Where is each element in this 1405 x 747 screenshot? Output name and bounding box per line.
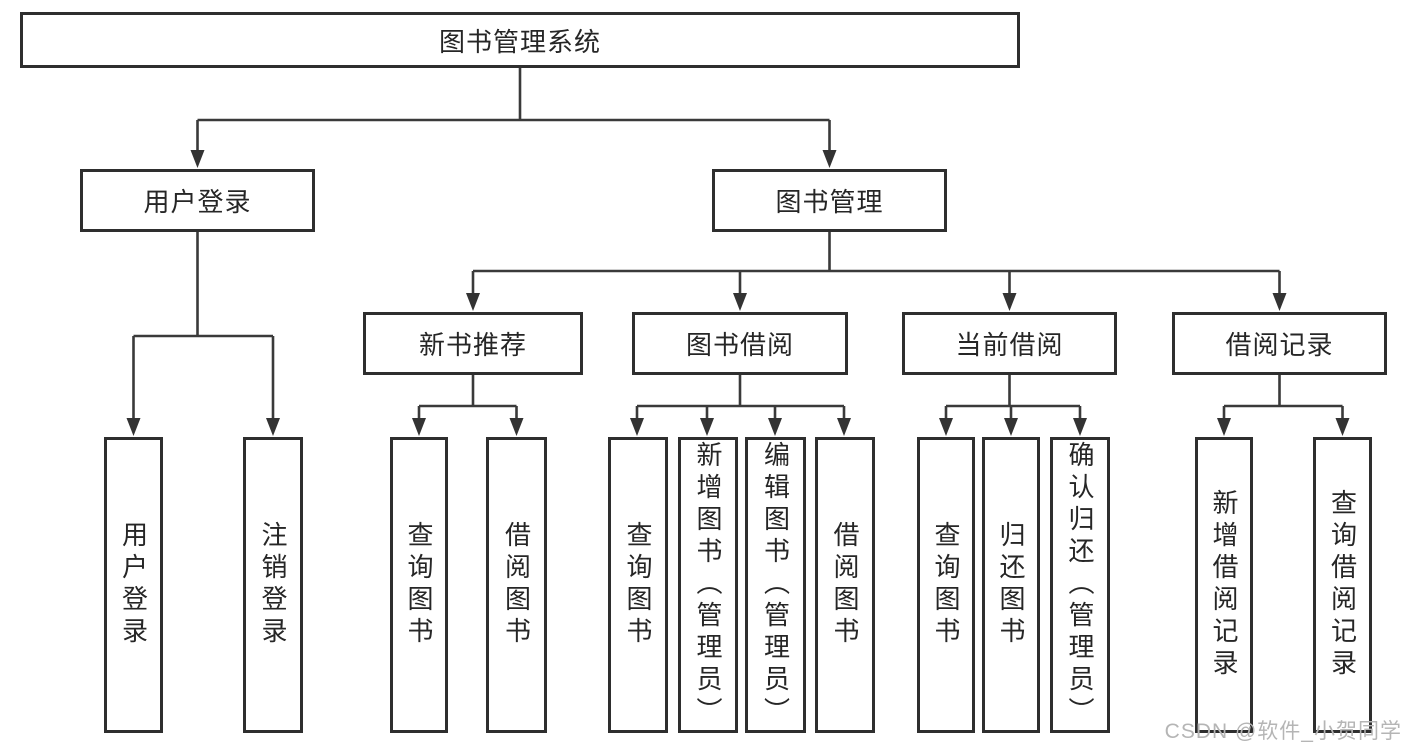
- node-borrow-records-label: 借阅记录: [1225, 330, 1334, 360]
- node-new-book-recommend-label: 新书推荐: [418, 330, 527, 360]
- node-book-management-label: 图书管理: [775, 187, 884, 217]
- leaf-add-books-admin-label: 新增图书（管理员）: [693, 441, 723, 729]
- leaf-borrow-books-1-label: 借阅图书: [501, 521, 532, 649]
- node-current-borrowing: 当前借阅: [902, 312, 1117, 375]
- leaf-user-login-label: 用户登录: [118, 521, 149, 649]
- leaf-query-books-3-label: 查询图书: [931, 521, 961, 649]
- leaf-return-books: 归还图书: [982, 437, 1040, 733]
- leaf-query-books-1: 查询图书: [390, 437, 448, 733]
- leaf-query-books-2: 查询图书: [608, 437, 668, 733]
- node-book-borrowing-label: 图书借阅: [685, 330, 794, 360]
- leaf-logout-label: 注销登录: [258, 521, 288, 649]
- leaf-confirm-return-admin: 确认归还（管理员）: [1050, 437, 1110, 733]
- node-root-label: 图书管理系统: [438, 26, 601, 57]
- leaf-query-books-3: 查询图书: [917, 437, 975, 733]
- leaf-user-login: 用户登录: [104, 437, 163, 733]
- node-borrow-records: 借阅记录: [1172, 312, 1387, 375]
- leaf-query-borrow-record: 查询借阅记录: [1313, 437, 1372, 733]
- node-root: 图书管理系统: [20, 12, 1020, 68]
- leaf-query-books-1-label: 查询图书: [404, 521, 434, 649]
- leaf-confirm-return-admin-label: 确认归还（管理员）: [1065, 441, 1095, 729]
- leaf-borrow-books-2-label: 借阅图书: [830, 521, 860, 649]
- node-new-book-recommend: 新书推荐: [363, 312, 583, 375]
- leaf-edit-books-admin: 编辑图书（管理员）: [745, 437, 806, 733]
- leaf-add-books-admin: 新增图书（管理员）: [678, 437, 738, 733]
- node-user-login-label: 用户登录: [143, 187, 252, 217]
- leaf-edit-books-admin-label: 编辑图书（管理员）: [760, 441, 791, 729]
- leaf-return-books-label: 归还图书: [996, 521, 1026, 649]
- node-user-login: 用户登录: [80, 169, 315, 232]
- leaf-logout: 注销登录: [243, 437, 303, 733]
- leaf-borrow-books-1: 借阅图书: [486, 437, 547, 733]
- node-current-borrowing-label: 当前借阅: [955, 330, 1064, 360]
- csdn-watermark: CSDN @软件_小贺同学: [1164, 720, 1402, 743]
- leaf-query-books-2-label: 查询图书: [623, 521, 653, 649]
- node-book-borrowing: 图书借阅: [632, 312, 848, 375]
- leaf-query-borrow-record-label: 查询借阅记录: [1327, 489, 1358, 681]
- leaf-add-borrow-record: 新增借阅记录: [1195, 437, 1253, 733]
- leaf-borrow-books-2: 借阅图书: [815, 437, 875, 733]
- node-book-management: 图书管理: [712, 169, 947, 232]
- leaf-add-borrow-record-label: 新增借阅记录: [1209, 489, 1239, 681]
